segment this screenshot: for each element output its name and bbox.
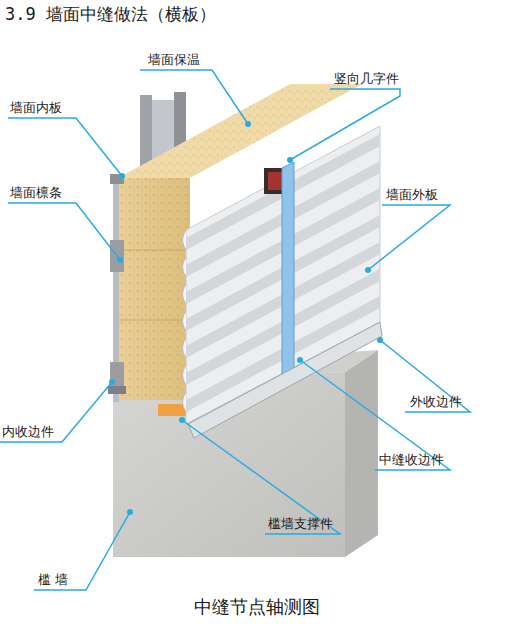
inner-panel-purlins <box>108 174 126 402</box>
corrugation-edge <box>183 392 187 412</box>
corrugation-edge <box>183 284 187 304</box>
corrugation-edge <box>183 230 187 250</box>
outer-flashing <box>188 322 382 438</box>
seam-flashing <box>264 162 294 384</box>
part-label: 槛墙支撑件 <box>268 516 333 532</box>
part-label: 外收边件 <box>410 394 462 410</box>
part-label: 内收边件 <box>2 424 54 440</box>
part-label: 墙面内板 <box>10 100 62 116</box>
diagram-caption: 中缝节点轴测图 <box>194 596 320 618</box>
part-label: 墙面外板 <box>386 187 438 203</box>
part-label: 墙面保温 <box>148 52 200 68</box>
corrugation-edge <box>183 338 187 358</box>
corrugation-edge <box>183 365 187 385</box>
part-label: 中缝收边件 <box>379 452 444 468</box>
part-label: 墙面檩条 <box>10 185 62 201</box>
diagram-title: 3.9 墙面中缝做法（横板） <box>5 4 216 24</box>
corrugation-edge <box>183 257 187 277</box>
corrugation-edge <box>183 311 187 331</box>
part-label: 竖向几字件 <box>334 71 399 87</box>
leader-dots <box>109 121 383 515</box>
leader-lines <box>0 70 470 590</box>
part-label: 槛 墙 <box>38 572 68 588</box>
